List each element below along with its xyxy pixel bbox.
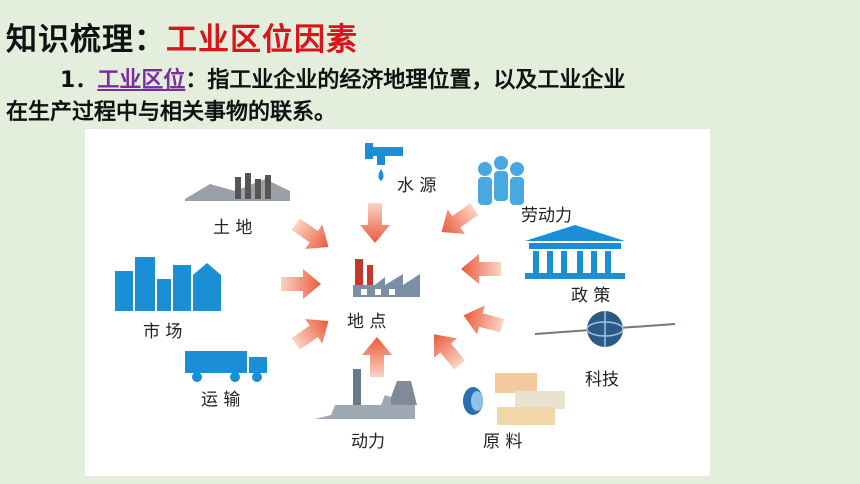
arrow-labor — [441, 203, 479, 234]
materials-icon — [463, 373, 565, 425]
label-power: 动力 — [351, 432, 385, 452]
arrow-tech — [463, 305, 504, 335]
people-icon — [478, 156, 524, 205]
factory-icon — [353, 259, 420, 297]
label-labor: 劳动力 — [521, 206, 572, 226]
label-market: 市 场 — [143, 322, 183, 342]
government-building-icon — [525, 225, 625, 279]
title-prefix: 知识梳理： — [6, 22, 166, 58]
definition-line-2: 在生产过程中与相关事物的联系。 — [6, 100, 337, 125]
title-highlight: 工业区位因素 — [166, 22, 358, 58]
city-icon — [115, 257, 221, 311]
definition-line-1: 1．工业区位：指工业企业的经济地理位置，以及工业企业 — [60, 62, 625, 94]
definition-term: 工业区位 — [97, 68, 186, 93]
arrow-materials — [434, 334, 466, 370]
definition-text: ：指工业企业的经济地理位置，以及工业企业 — [185, 68, 626, 93]
globe-icon — [534, 311, 676, 347]
land-icon — [185, 173, 290, 201]
label-water: 水 源 — [397, 176, 437, 196]
arrow-land — [291, 218, 329, 249]
label-land: 土 地 — [213, 218, 253, 238]
tap-icon — [365, 143, 403, 181]
label-tech: 科技 — [585, 370, 619, 390]
page-title: 知识梳理：工业区位因素 — [6, 14, 358, 59]
label-transport: 运 输 — [201, 390, 241, 410]
power-plant-icon — [315, 369, 417, 419]
label-materials: 原 料 — [483, 432, 523, 452]
arrow-policy — [461, 254, 501, 284]
industrial-location-diagram: 地 点 水 源 劳动力 土 地 政 策 市 场 科技 运 输 动力 原 料 — [85, 129, 710, 476]
factor-arrows — [281, 203, 504, 377]
arrow-water — [360, 203, 390, 243]
center-label: 地 点 — [347, 312, 387, 332]
arrow-power — [362, 337, 392, 377]
definition-number: 1． — [60, 68, 98, 93]
arrow-market — [281, 269, 321, 299]
arrow-transport — [291, 319, 329, 350]
truck-icon — [185, 351, 267, 382]
diagram-graphics — [115, 143, 676, 425]
label-policy: 政 策 — [571, 286, 611, 306]
